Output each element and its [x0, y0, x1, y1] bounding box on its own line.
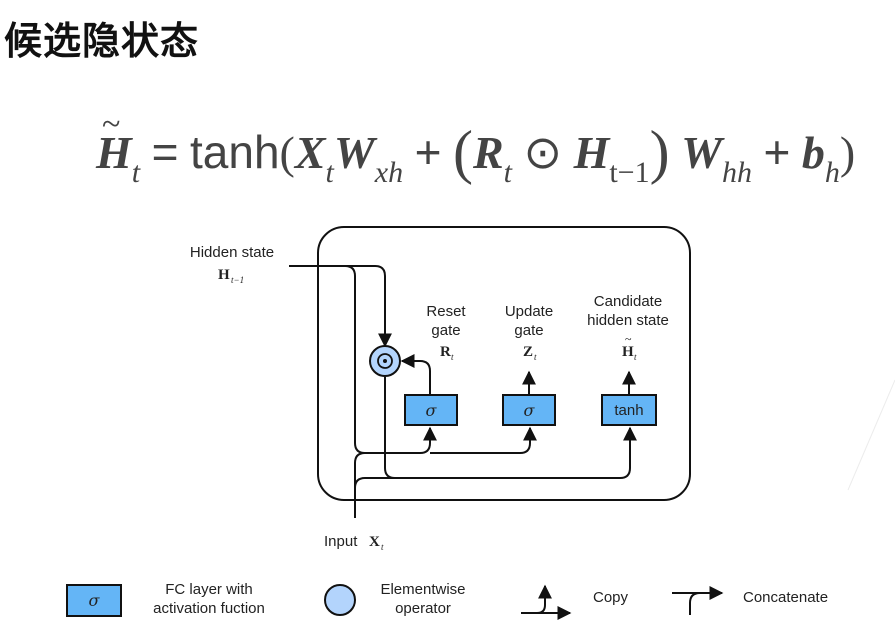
formula-x: X: [294, 127, 326, 178]
formula-open-paren: (: [279, 127, 295, 178]
input-to-reset-gate-wire: [354, 426, 437, 518]
input-symbol: X: [369, 534, 380, 550]
legend-fc-label-2: activation fuction: [153, 600, 265, 617]
legend-fc-activation: σ: [89, 591, 101, 610]
candidate-box: [601, 394, 657, 426]
formula-big-open-paren: (: [453, 119, 473, 185]
hidden-state-to-operator-wire: [289, 265, 392, 348]
update-gate-label: Update: [505, 303, 553, 320]
input-to-update-gate-wire: [430, 426, 537, 454]
legend-copy-label: Copy: [593, 589, 629, 606]
formula-close-paren: ): [839, 127, 856, 178]
reset-gate-symbol: R: [440, 344, 451, 360]
candidate-sub: t: [634, 352, 637, 362]
reset-gate-to-operator-wire: [400, 354, 431, 395]
formula-h: H: [573, 127, 610, 178]
formula-wxh: W: [333, 127, 375, 178]
input-sub: t: [381, 542, 384, 552]
formula-h-tilde: ~H: [96, 106, 132, 179]
reset-gate-box: [404, 394, 458, 426]
hidden-state-label: Hidden state: [190, 244, 274, 261]
legend-fc-box: [66, 584, 122, 617]
reset-gate-label: Reset: [426, 303, 466, 320]
tilde-accent: ~: [102, 106, 121, 143]
candidate-tilde: ~: [625, 332, 632, 346]
update-gate-label-2: gate: [514, 322, 543, 339]
operator-to-candidate-wire: [384, 377, 396, 479]
concatenate-icon: [672, 586, 724, 615]
update-gate-box: [502, 394, 556, 426]
formula-whh-sub: hh: [722, 156, 752, 189]
reset-gate-sub: t: [451, 352, 454, 362]
update-gate-symbol: Z: [523, 344, 533, 360]
candidate-hidden-state-formula: ~Ht = tanh(XtWxh + (Rt ⊙ Ht−1) Whh + bh): [96, 106, 856, 198]
formula-equals: =: [151, 126, 179, 178]
gru-cell-box: [317, 226, 691, 501]
odot-dot: [383, 359, 387, 363]
formula-odot: ⊙: [523, 126, 563, 178]
hidden-state-sub: t−1: [231, 275, 244, 285]
formula-r: R: [472, 127, 504, 178]
legend-elementwise-label: Elementwise: [380, 581, 465, 598]
reset-gate-label-2: gate: [431, 322, 460, 339]
formula-plus: +: [414, 126, 442, 178]
input-to-candidate-wire: [354, 426, 637, 489]
hidden-state-symbol: H: [218, 267, 230, 283]
legend-operator-circle: [324, 584, 356, 616]
formula-x-sub: t: [325, 156, 334, 189]
formula-h-sub: t−1: [609, 156, 650, 189]
legend-fc-label: FC layer with: [165, 581, 253, 598]
formula-tanh: tanh: [190, 126, 280, 178]
formula-r-sub: t: [503, 156, 513, 189]
formula-plus: +: [763, 126, 791, 178]
candidate-activation: tanh: [614, 402, 643, 419]
formula-b-sub: h: [824, 156, 840, 189]
formula-lhs-sub: t: [131, 156, 141, 189]
formula-whh: W: [681, 127, 722, 178]
candidate-label: Candidate: [594, 293, 662, 310]
legend-concatenate-label: Concatenate: [743, 589, 828, 606]
decorative-slash: [847, 379, 895, 491]
formula-wxh-sub: xh: [374, 156, 404, 189]
candidate-symbol: H: [622, 344, 634, 360]
legend-elementwise-label-2: operator: [395, 600, 451, 617]
formula-b: b: [801, 127, 825, 178]
copy-icon: [521, 584, 572, 620]
update-gate-sub: t: [534, 352, 537, 362]
candidate-label-2: hidden state: [587, 312, 669, 329]
reset-gate-activation: σ: [426, 401, 438, 420]
odot-icon: [377, 353, 393, 369]
hidden-state-to-gates-wire: [344, 265, 366, 454]
slide-title: 候选隐状态: [4, 19, 200, 63]
input-label: Input: [324, 533, 358, 550]
update-gate-activation: σ: [524, 401, 536, 420]
formula-lhs: H: [96, 127, 132, 178]
formula-big-close-paren: ): [649, 119, 670, 185]
